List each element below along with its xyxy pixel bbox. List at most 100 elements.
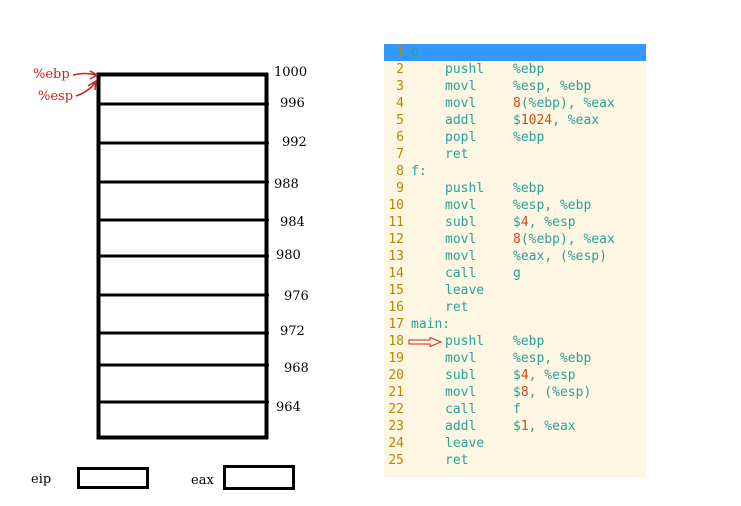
operand-text: %ebp — [513, 334, 545, 349]
instruction-mnemonic: movl — [445, 249, 477, 264]
code-line[interactable]: 17 main: — [384, 316, 646, 333]
stack-address-label: 988 — [274, 177, 299, 192]
instruction-operands: %esp, %ebp — [513, 197, 591, 214]
operand-text: , %esp — [528, 215, 576, 230]
address-tick — [265, 102, 269, 106]
address-tick — [265, 218, 269, 222]
operand-text: f — [513, 402, 521, 417]
operand-text: , %esp — [528, 368, 576, 383]
instruction-mnemonic: popl — [445, 130, 477, 145]
instruction-operands: $4, %esp — [513, 367, 576, 384]
code-line[interactable]: 7 ret — [384, 146, 646, 163]
address-tick — [265, 363, 269, 367]
code-line[interactable]: 13 movl %eax, (%esp) — [384, 248, 646, 265]
line-number: 3 — [396, 79, 404, 94]
eip-value-box — [77, 467, 149, 489]
address-tick — [265, 141, 269, 145]
numeric-literal: 4 — [520, 368, 529, 383]
instruction-operands: %esp, %ebp — [513, 350, 591, 367]
operand-text: %ebp — [513, 130, 545, 145]
instruction-mnemonic: movl — [445, 385, 477, 400]
line-number: 24 — [388, 436, 404, 451]
instruction-mnemonic: ret — [445, 147, 469, 162]
instruction-operands: $8, (%esp) — [513, 384, 591, 401]
operand-text: g — [513, 266, 521, 281]
instruction-mnemonic: call — [445, 266, 477, 281]
register-pointers: %ebp %esp — [33, 67, 99, 104]
operand-text: , %eax — [528, 419, 576, 434]
instruction-operands: %ebp — [513, 61, 544, 78]
code-label: main: — [411, 317, 451, 332]
line-number: 11 — [388, 215, 404, 230]
line-number: 5 — [396, 113, 404, 128]
instruction-operands: %ebp — [513, 129, 544, 146]
stack-address-label: 968 — [284, 361, 309, 376]
instruction-operands: %esp, %ebp — [513, 78, 591, 95]
instruction-mnemonic: movl — [445, 232, 477, 247]
line-number: 6 — [396, 130, 404, 145]
esp-pointer-arrow — [75, 79, 97, 97]
code-label: f: — [411, 164, 427, 179]
line-number: 15 — [388, 283, 404, 298]
address-tick — [265, 254, 269, 258]
line-number: 17 — [388, 317, 404, 332]
code-line[interactable]: 24 leave — [384, 435, 646, 452]
instruction-mnemonic: addl — [445, 113, 477, 128]
instruction-mnemonic: leave — [445, 436, 485, 451]
line-number: 14 — [388, 266, 404, 281]
numeric-literal: 8 — [513, 232, 521, 247]
instruction-operands: 8(%ebp), %eax — [513, 95, 615, 112]
instruction-operands: f — [513, 401, 521, 418]
line-number: 22 — [388, 402, 404, 417]
line-number: 13 — [388, 249, 404, 264]
stack-slots — [96, 72, 269, 440]
code-line[interactable]: 22 call f — [384, 401, 646, 418]
line-number: 7 — [396, 147, 404, 162]
code-line[interactable]: 18 pushl %ebp — [384, 333, 646, 350]
code-line[interactable]: 6 popl %ebp — [384, 129, 646, 146]
line-number: 10 — [388, 198, 404, 213]
eax-label: eax — [191, 473, 214, 488]
operand-text: $ — [513, 419, 521, 434]
line-number: 18 — [388, 334, 404, 349]
operand-text: (%ebp), %eax — [520, 96, 615, 111]
instruction-mnemonic: call — [445, 402, 477, 417]
code-line[interactable]: 14 call g — [384, 265, 646, 282]
eax-value-box — [223, 465, 295, 490]
instruction-operands: %eax, (%esp) — [513, 248, 607, 265]
stack-address-label: 964 — [276, 400, 301, 415]
stack-address-label: 996 — [280, 96, 305, 111]
instruction-mnemonic: pushl — [445, 334, 485, 349]
instruction-mnemonic: addl — [445, 419, 477, 434]
instruction-mnemonic: movl — [445, 96, 477, 111]
line-number: 9 — [396, 181, 404, 196]
ebp-pointer-arrow — [72, 70, 99, 80]
ebp-label: %ebp — [33, 67, 70, 82]
line-number: 12 — [388, 232, 404, 247]
line-number: 1 — [396, 45, 404, 60]
operand-text: %eax, (%esp) — [513, 249, 607, 264]
address-tick — [265, 331, 269, 335]
numeric-literal: 8 — [520, 385, 529, 400]
